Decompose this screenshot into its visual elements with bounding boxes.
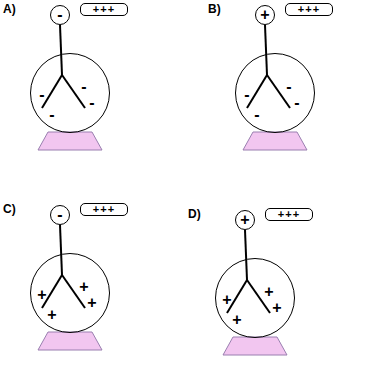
electroscope-stand: [223, 230, 287, 355]
electroscope-jar: ++++: [215, 258, 295, 338]
electroscope-jar: ----: [30, 53, 110, 133]
charge-sign: +++: [93, 204, 115, 215]
electroscope-stand: [243, 25, 307, 150]
charged-rod: +++: [285, 3, 333, 16]
electroscope-knob: -: [50, 205, 70, 225]
charge-sign: -: [254, 107, 259, 123]
charge-sign: +++: [298, 4, 320, 15]
charge-sign: -: [286, 79, 291, 95]
charge-sign: +: [37, 287, 46, 303]
charge-sign: +: [260, 7, 269, 23]
charge-sign: +: [87, 295, 96, 311]
panel-label: A): [3, 3, 16, 15]
panel-label: B): [208, 3, 221, 15]
electroscope-knob: +: [235, 210, 255, 230]
charge-sign: +: [222, 292, 231, 308]
charge-sign: +: [240, 212, 249, 228]
panel-label: C): [3, 203, 16, 215]
charged-rod: +++: [265, 208, 313, 221]
charged-rod: +++: [80, 3, 128, 16]
charge-sign: +: [264, 284, 273, 300]
charge-sign: +: [47, 307, 56, 323]
electroscope-knob: +: [255, 5, 275, 25]
charge-sign: -: [57, 207, 62, 223]
charge-sign: -: [57, 7, 62, 23]
electroscope-stand: [38, 225, 102, 350]
charge-sign: -: [89, 95, 94, 111]
charge-sign: +: [79, 279, 88, 295]
electroscope-jar: ++++: [30, 253, 110, 333]
charge-sign: -: [244, 87, 249, 103]
charge-sign: +: [272, 300, 281, 316]
charge-sign: +: [232, 312, 241, 328]
electroscope-stand: [38, 25, 102, 150]
charge-sign: -: [81, 79, 86, 95]
panel-label: D): [188, 208, 201, 220]
electroscope-knob: -: [50, 5, 70, 25]
charged-rod: +++: [80, 203, 128, 216]
charge-sign: -: [49, 107, 54, 123]
charge-sign: -: [39, 87, 44, 103]
charge-sign: -: [294, 95, 299, 111]
charge-sign: +++: [93, 4, 115, 15]
electroscope-jar: ----: [235, 53, 315, 133]
charge-sign: +++: [278, 209, 300, 220]
